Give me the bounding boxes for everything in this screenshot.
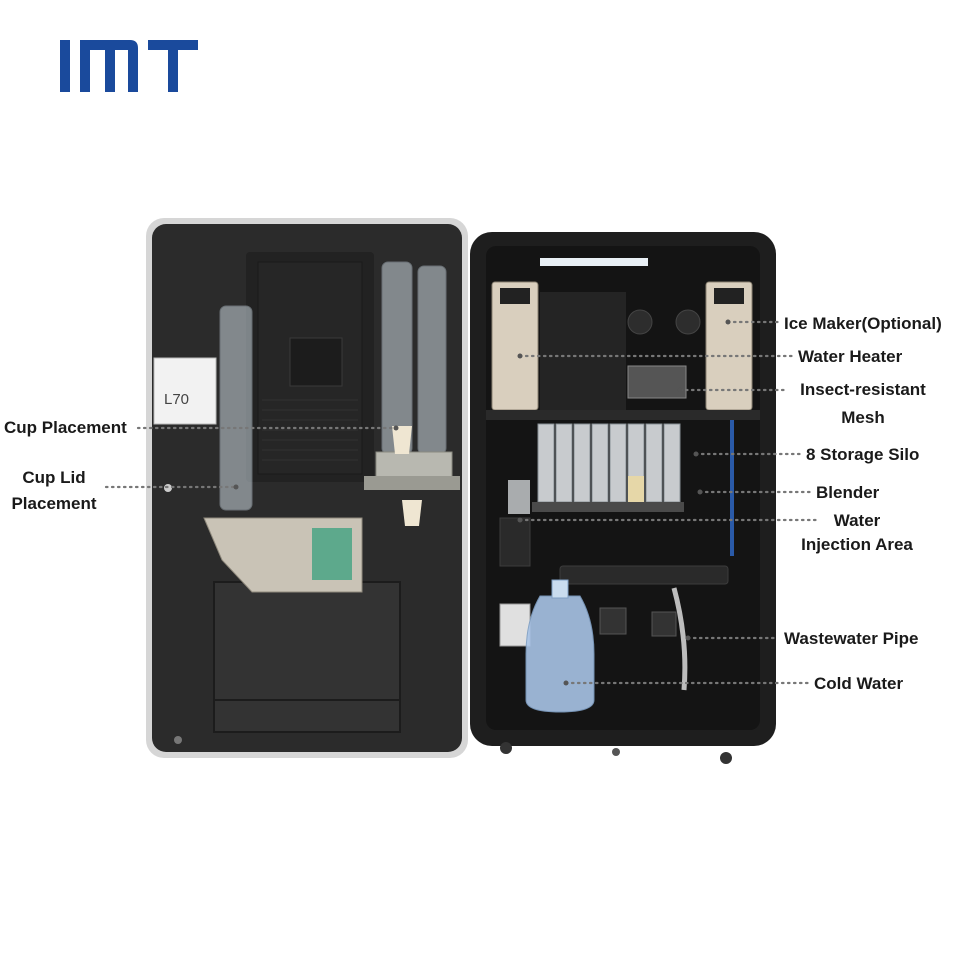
label-insect-resistant-mesh: Insect-resistant Mesh xyxy=(790,380,936,428)
label-blender: Blender xyxy=(816,483,880,502)
main-cabinet xyxy=(470,232,776,764)
label-cup-lid-placement: Cup Lid Placement xyxy=(6,468,102,514)
label-insect-line1: Insect-resistant xyxy=(800,380,926,399)
label-water-injection-line2: Injection Area xyxy=(801,535,913,554)
label-water-injection-area: Water Injection Area xyxy=(792,511,922,555)
label-cup-lid-line2: Placement xyxy=(11,494,97,513)
device-tag-l70: L70 xyxy=(164,391,190,408)
open-door xyxy=(146,218,468,758)
label-storage-silo: 8 Storage Silo xyxy=(806,445,920,464)
label-water-injection-line1: Water xyxy=(833,511,881,530)
label-ice-maker: Ice Maker(Optional) xyxy=(784,314,942,333)
label-cold-water: Cold Water xyxy=(814,674,904,693)
label-water-heater: Water Heater xyxy=(798,347,903,366)
label-insect-line2: Mesh xyxy=(841,408,885,427)
label-cup-placement: Cup Placement xyxy=(4,418,127,437)
label-wastewater-pipe: Wastewater Pipe xyxy=(784,629,919,648)
label-cup-lid-line1: Cup Lid xyxy=(22,468,86,487)
imt-logo xyxy=(60,40,198,92)
